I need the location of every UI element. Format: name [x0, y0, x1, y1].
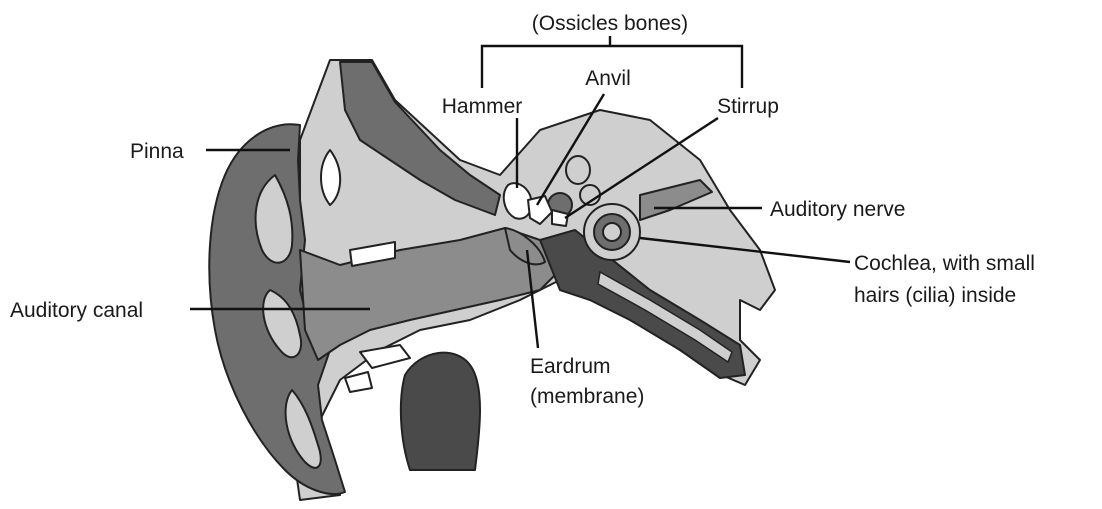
cochlea-label-line2: hairs (cilia) inside	[854, 284, 1016, 307]
eardrum-label-line2: (membrane)	[530, 385, 644, 408]
anvil-label: Anvil	[585, 67, 631, 90]
ossicles-label: (Ossicles bones)	[532, 12, 688, 35]
hammer-label: Hammer	[442, 95, 523, 118]
ear-illustration	[209, 60, 775, 500]
cochlea-label-line1: Cochlea, with small	[854, 252, 1035, 275]
pinna-label: Pinna	[130, 140, 184, 163]
lower-dark-chamber	[401, 353, 480, 470]
canal-bone-low2	[345, 372, 372, 392]
eardrum-label-line1: Eardrum	[530, 355, 611, 378]
cochlea-spiral	[584, 204, 640, 260]
auditory-canal-label: Auditory canal	[10, 299, 143, 322]
auditory-nerve-label: Auditory nerve	[770, 198, 905, 221]
stirrup-label: Stirrup	[717, 95, 779, 118]
